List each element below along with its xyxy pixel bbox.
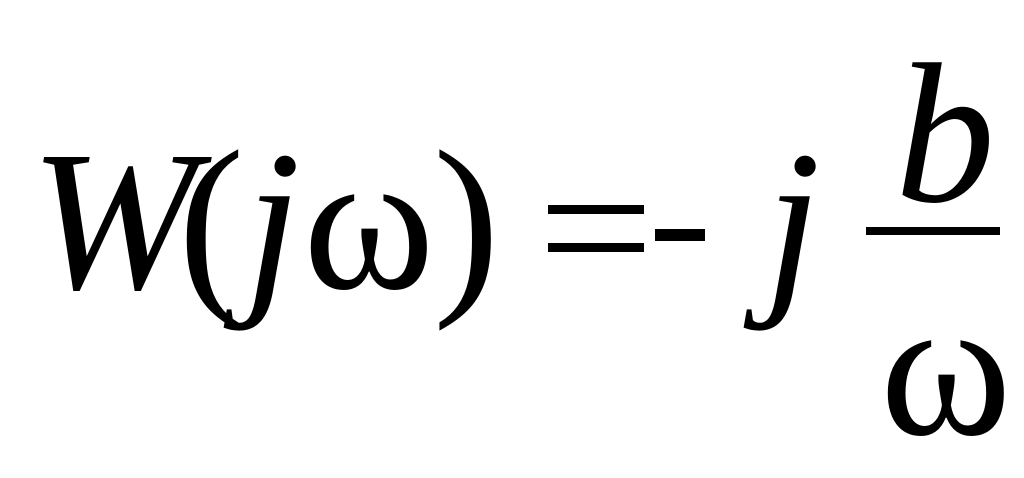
fraction-bar xyxy=(866,227,1000,235)
argument-imaginary-unit: j xyxy=(245,111,301,332)
argument-omega: ω xyxy=(303,111,435,332)
coefficient-imaginary-unit: j xyxy=(765,111,821,332)
fraction-numerator: b xyxy=(895,24,995,245)
open-paren: ( xyxy=(178,111,245,332)
formula: W ( j ω ) j b ω xyxy=(30,24,1012,468)
close-paren: ) xyxy=(433,111,500,332)
equals-sign xyxy=(548,205,644,253)
minus-sign xyxy=(655,229,705,241)
function-name: W xyxy=(30,111,197,332)
equals-bar-bottom xyxy=(548,243,644,252)
fraction-denominator: ω xyxy=(880,257,1012,478)
equals-bar-top xyxy=(548,205,644,214)
